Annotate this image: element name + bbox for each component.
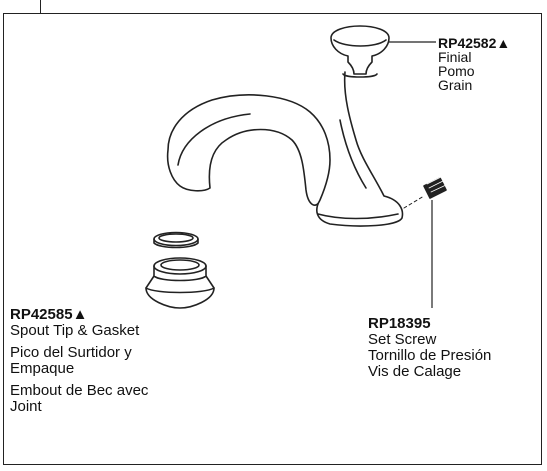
gasket-ring-icon [153,231,199,249]
part-description-en: Spout Tip & Gasket [10,322,140,339]
part-number: RP18395 [368,315,431,332]
part-description-es: Pomo [438,63,475,79]
spout-tip-callout: RP42585▲ Spout Tip & Gasket Pico del Sur… [10,307,148,415]
faucet-spout-icon [166,71,404,227]
part-description-en: Finial [438,49,472,65]
finial-callout: RP42582▲ Finial Pomo Grain [438,36,510,92]
warning-triangle-icon: ▲ [72,306,88,323]
part-description-es: Pico del Surtidor y [10,344,132,361]
part-description-es: Tornillo de Presión [368,347,492,364]
set-screw-callout: RP18395 Set Screw Tornillo de Presión Vi… [368,316,491,380]
part-description-fr: Embout de Bec avec [10,382,149,399]
part-number: RP42582▲ [438,35,511,51]
header-tick [40,0,41,13]
part-description-es-cont: Empaque [10,360,75,377]
spout-tip-icon [145,257,215,309]
part-description-en: Set Screw [368,331,437,348]
set-screw-icon [423,175,447,199]
part-description-fr: Vis de Calage [368,363,462,380]
finial-knob-icon [330,25,390,75]
diagram-frame [3,13,542,465]
part-description-fr: Grain [438,77,473,93]
part-number: RP42585▲ [10,306,88,323]
warning-triangle-icon: ▲ [496,35,511,51]
part-description-fr-cont: Joint [10,398,42,415]
